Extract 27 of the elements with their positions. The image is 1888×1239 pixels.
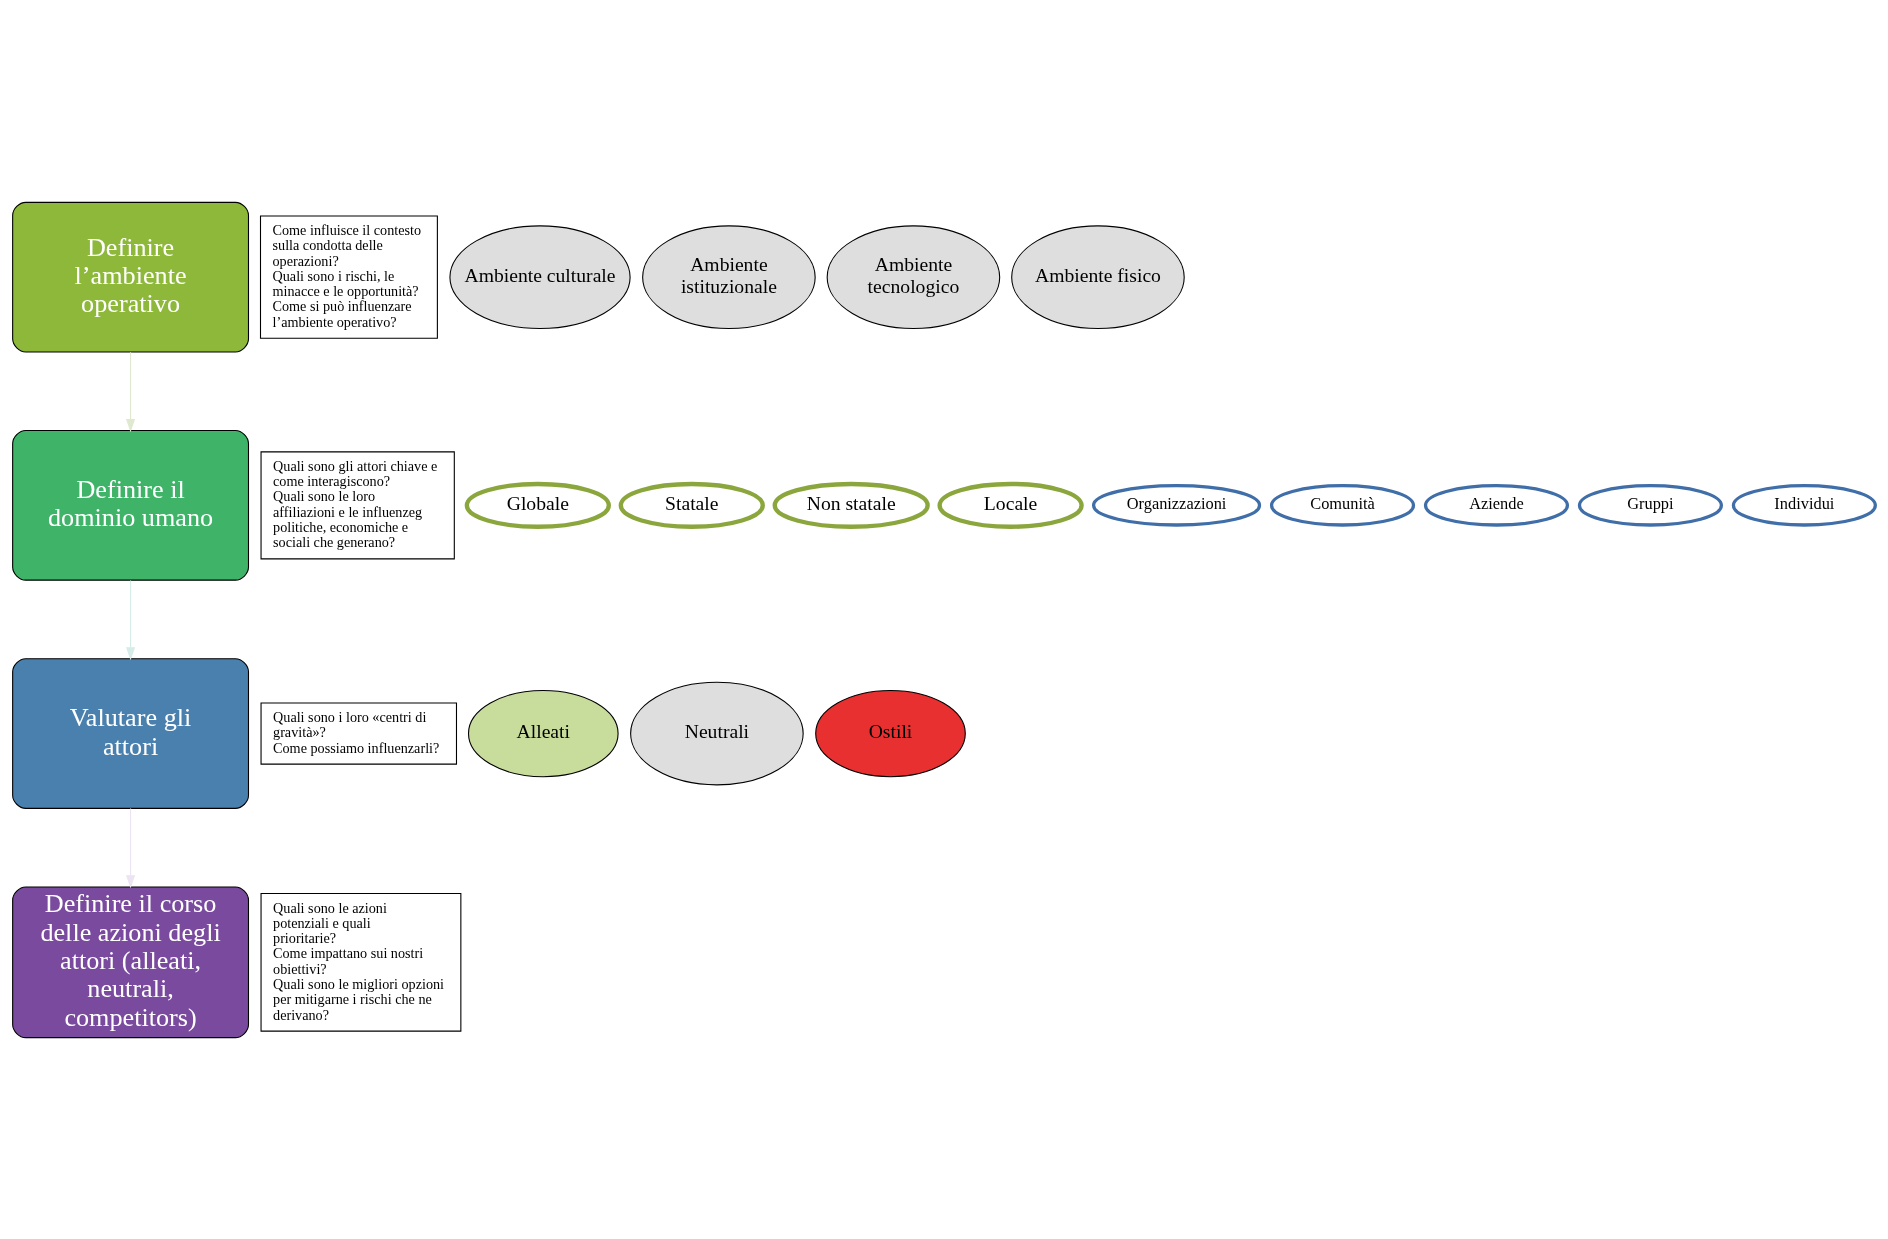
node-ellipse: Locale	[937, 481, 1084, 529]
node-ellipse: Organizzazioni	[1091, 483, 1262, 527]
node-box: Definire il dominio umano	[12, 429, 250, 581]
node-ellipse: Ambiente istituzionale	[642, 224, 816, 329]
node-box: Definire l’ambiente operativo	[12, 201, 250, 352]
node-ellipse: Alleati	[467, 689, 619, 777]
node-box: Quali sono i loro «centri di gravità»? Come possiamo influenzarli?	[260, 701, 458, 765]
node-ellipse: Neutrali	[630, 681, 804, 785]
node-box: Quali sono le azioni potenziali e quali prioritarie? Come impattano sui nostri obiettivi? Quali sono le migliori opzioni per mitigarne i rischi che ne derivano?	[260, 892, 462, 1032]
arrow	[126, 807, 136, 888]
node-ellipse: Aziende	[1423, 483, 1570, 527]
node-box: Quali sono gli attori chiave e come interagiscono? Quali sono le loro affiliazioni e le influenzeg politiche, economiche e sociali che generano?	[260, 450, 455, 559]
node-box: Valutare gli attori	[12, 657, 250, 809]
node-ellipse: Non statale	[772, 481, 930, 529]
node-ellipse: Ambiente culturale	[449, 224, 631, 329]
node-box: Definire il corso delle azioni degli attori (alleati, neutrali, competitors)	[12, 885, 250, 1038]
node-ellipse: Gruppi	[1577, 483, 1724, 527]
node-ellipse: Ostili	[815, 689, 966, 777]
node-ellipse: Ambiente fisico	[1011, 224, 1185, 329]
node-ellipse: Comunità	[1269, 483, 1416, 527]
node-ellipse: Globale	[464, 481, 611, 529]
node-ellipse: Individui	[1731, 483, 1877, 527]
node-box: Come influisce il contesto sulla condotta delle operazioni? Quali sono i rischi, le minacce e le opportunità? Come si può influenzare l’ambiente operativo?	[259, 214, 438, 339]
node-ellipse: Statale	[618, 481, 765, 529]
arrow	[126, 351, 136, 432]
arrow	[126, 579, 136, 660]
node-ellipse: Ambiente tecnologico	[826, 224, 1001, 329]
